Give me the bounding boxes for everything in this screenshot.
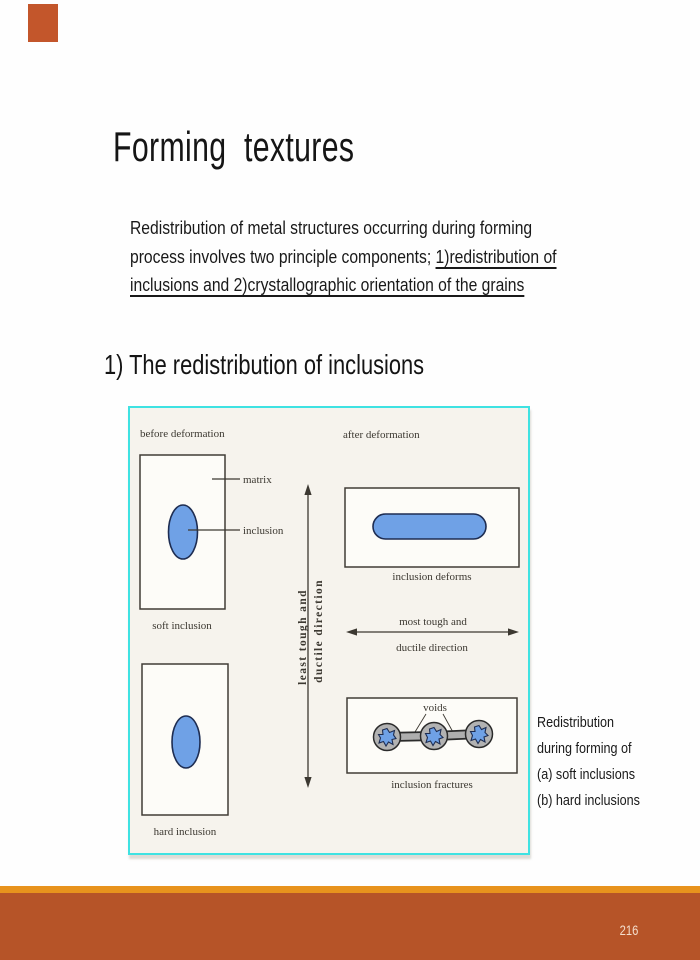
voids-label: voids <box>423 702 447 714</box>
slide-title: Forming textures <box>113 123 355 170</box>
soft-inclusion-ellipse <box>167 504 199 560</box>
intro-text: process involves two principle component… <box>130 246 436 267</box>
intro-text-underlined: 1)redistribution of <box>435 246 557 267</box>
section-heading: 1) The redistribution of inclusions <box>104 349 425 380</box>
arrowhead-right-icon <box>508 628 519 636</box>
matrix-label: matrix <box>243 474 272 486</box>
ductile-direction-vertical-label: ductile direction <box>313 579 325 683</box>
inclusion-deforms-caption: inclusion deforms <box>392 571 471 583</box>
soft-inclusion-caption: soft inclusion <box>152 620 212 632</box>
arrowhead-left-icon <box>346 628 357 636</box>
figure-svg: before deformation matrix inclusion soft… <box>139 428 520 838</box>
most-tough-label: most tough and <box>399 616 467 628</box>
intro-line: Redistribution of metal structures occur… <box>130 214 557 243</box>
side-caption-line: during forming of <box>537 740 632 757</box>
deformed-inclusion-capsule <box>372 513 487 540</box>
figure-box: before deformation matrix inclusion soft… <box>128 406 530 855</box>
footer-bar <box>0 893 700 960</box>
side-caption-line: (b) hard inclusions <box>537 792 640 809</box>
intro-text-underlined: inclusions and 2)crystallographic orient… <box>130 275 525 295</box>
void-shape <box>469 724 489 745</box>
page-number: 216 <box>619 922 638 938</box>
hard-inclusion-caption: hard inclusion <box>154 826 217 838</box>
corner-accent-rect <box>28 4 58 42</box>
least-tough-label: least tough and <box>297 589 309 685</box>
hard-inclusion-ellipse <box>171 715 201 769</box>
intro-text: Redistribution of metal structures occur… <box>130 218 533 238</box>
arrowhead-down-icon <box>304 777 312 788</box>
inclusion-fractures-caption: inclusion fractures <box>391 779 473 791</box>
void-shape <box>424 726 444 747</box>
before-deformation-label: before deformation <box>140 428 225 440</box>
intro-line: inclusions and 2)crystallographic orient… <box>130 271 557 300</box>
intro-paragraph: Redistribution of metal structures occur… <box>130 214 620 300</box>
footer-gold-stripe <box>0 886 700 893</box>
voids-leader-line-left <box>414 713 427 733</box>
inclusion-label: inclusion <box>243 525 284 537</box>
figure-side-caption: Redistribution during forming of (a) sof… <box>537 710 660 814</box>
arrowhead-up-icon <box>304 484 312 495</box>
side-caption-line: Redistribution <box>537 714 615 731</box>
ductile-direction-horizontal-label: ductile direction <box>396 642 468 654</box>
void-shape <box>377 727 397 748</box>
intro-line: process involves two principle component… <box>130 243 557 272</box>
side-caption-line: (a) soft inclusions <box>537 766 636 783</box>
fractured-inclusion-dumbbell <box>372 719 494 752</box>
after-deformation-label: after deformation <box>343 429 420 441</box>
